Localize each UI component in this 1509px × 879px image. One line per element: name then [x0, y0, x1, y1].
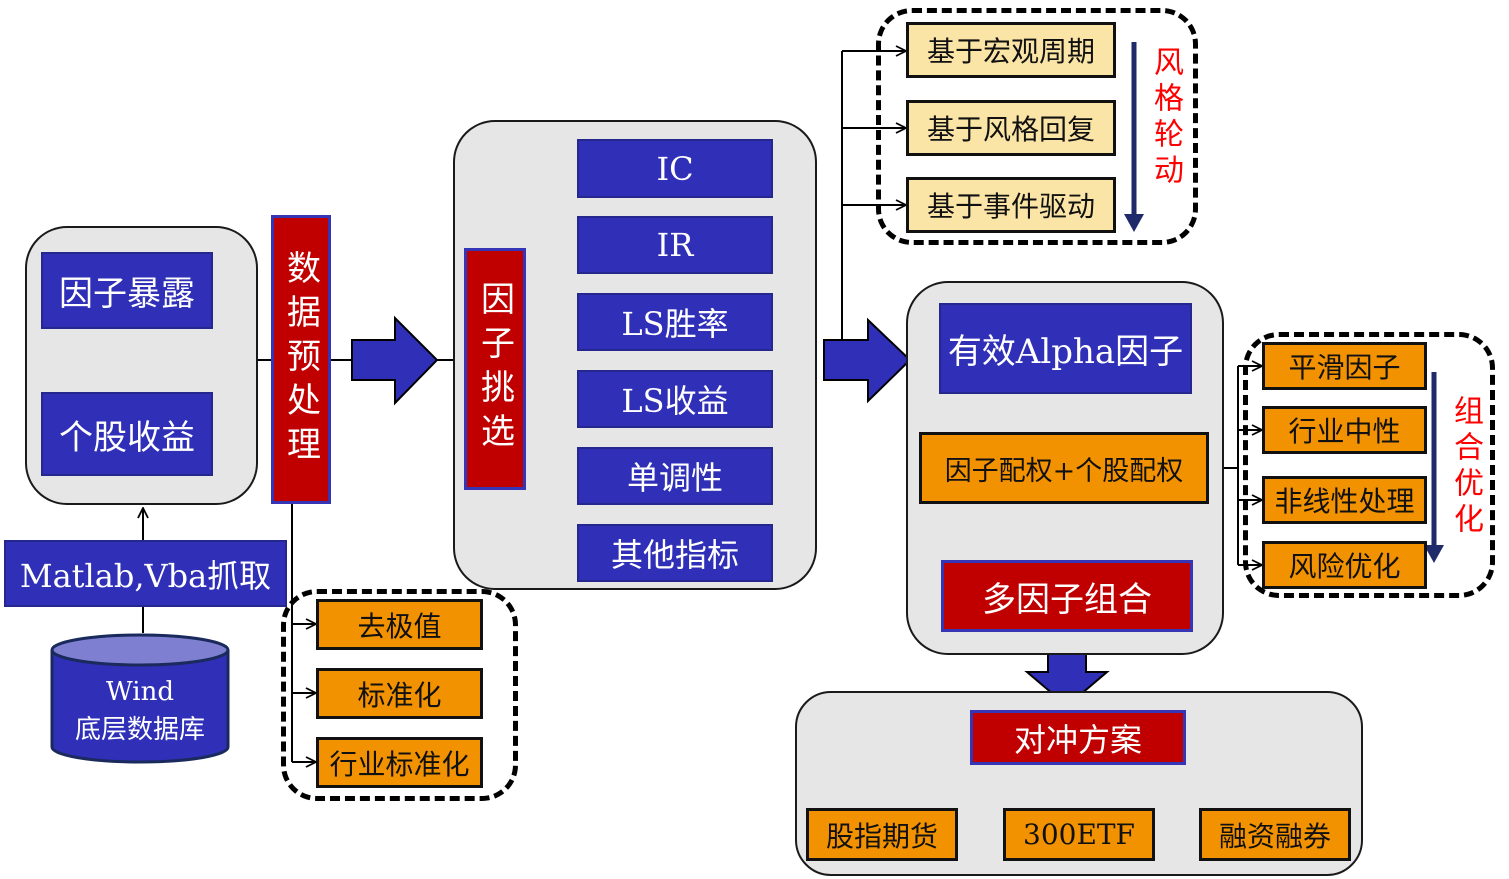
hedging-option: 融资融券 [1199, 808, 1351, 861]
style-rotation-item: 基于风格回复 [906, 100, 1116, 156]
preprocess-title-box: 数据预处理 [271, 215, 331, 504]
preprocess-step: 标准化 [316, 668, 483, 719]
block-arrow-icon [823, 317, 912, 404]
optimization-label: 组合优化 [1448, 395, 1483, 539]
preprocess-step: 去极值 [316, 599, 483, 650]
metric-box: IC [577, 139, 773, 198]
optimization-group [1243, 332, 1495, 598]
hedging-title-box: 对冲方案 [970, 710, 1186, 765]
database-cylinder-icon [50, 633, 230, 764]
optimization-item: 非线性处理 [1262, 476, 1427, 524]
style-rotation-item: 基于事件驱动 [906, 177, 1116, 233]
stock-returns-box: 个股收益 [41, 392, 213, 476]
optimization-item: 平滑因子 [1262, 342, 1427, 390]
database-subtitle: 底层数据库 [74, 715, 205, 745]
block-arrow-icon [351, 315, 439, 406]
optimization-item: 行业中性 [1262, 406, 1427, 454]
preprocess-step: 行业标准化 [316, 737, 483, 788]
metric-box: IR [577, 216, 773, 274]
weighting-box: 因子配权+个股配权 [919, 432, 1209, 504]
metric-box: 单调性 [577, 447, 773, 505]
wind-database: Wind 底层数据库 [50, 633, 230, 765]
metric-box: LS胜率 [577, 293, 773, 351]
factor-exposure-box: 因子暴露 [41, 252, 213, 329]
metric-box: LS收益 [577, 370, 773, 428]
hedging-option: 300ETF [1003, 808, 1155, 861]
hedging-option: 股指期货 [806, 808, 958, 861]
optimization-item: 风险优化 [1262, 541, 1427, 589]
selection-title-box: 因子挑选 [464, 248, 526, 490]
style-rotation-label: 风格轮动 [1148, 46, 1183, 190]
metric-box: 其他指标 [577, 524, 773, 582]
style-rotation-item: 基于宏观周期 [906, 22, 1116, 78]
database-name: Wind [106, 677, 174, 707]
preprocess-steps-group [281, 589, 518, 801]
style-rotation-group [876, 8, 1198, 245]
alpha-factor-box: 有效Alpha因子 [939, 303, 1192, 394]
matlab-vba-fetch-box: Matlab,Vba抓取 [4, 540, 287, 607]
multi-factor-portfolio-box: 多因子组合 [941, 560, 1193, 632]
